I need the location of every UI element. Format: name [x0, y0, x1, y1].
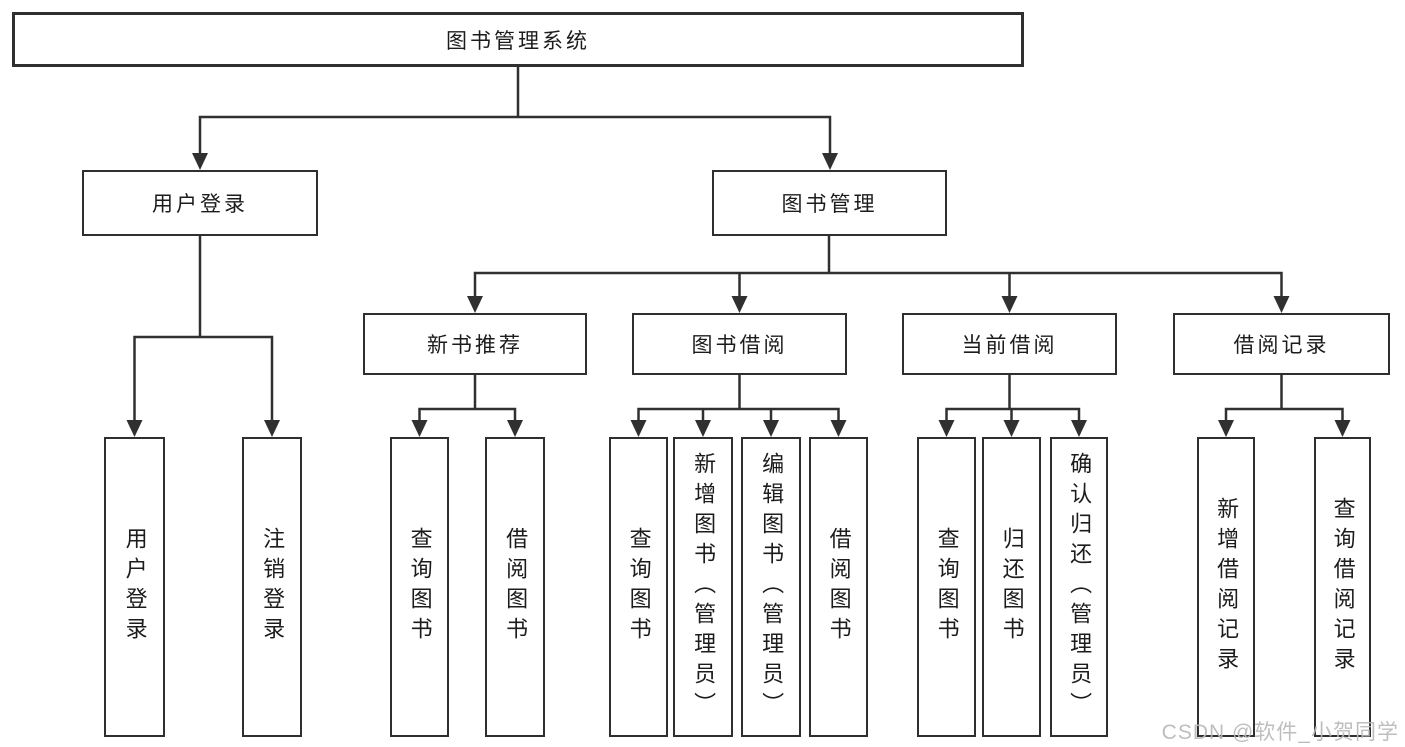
- leaf-add-borrow-record: 新增借阅记录: [1197, 437, 1255, 737]
- leaf-add-books-admin: 新增图书（管理员）: [673, 437, 733, 737]
- node-book-borrow: 图书借阅: [632, 313, 847, 375]
- leaf-query-books-borrow: 查询图书: [609, 437, 668, 737]
- node-borrow-records: 借阅记录: [1173, 313, 1390, 375]
- node-root: 图书管理系统: [12, 12, 1024, 67]
- leaf-edit-books-admin: 编辑图书（管理员）: [741, 437, 801, 737]
- arrowheads: [126, 153, 1351, 437]
- connector-borrow-records-split: [1224, 373, 1344, 425]
- leaf-query-books-recommend: 查询图书: [390, 437, 449, 737]
- connector-book-borrow-split: [637, 373, 840, 425]
- node-book-management: 图书管理: [712, 170, 947, 236]
- leaf-borrow-books-label: 借阅图书: [826, 527, 852, 647]
- leaf-borrow-books-recommend-label: 借阅图书: [503, 527, 529, 647]
- node-new-book-recommend: 新书推荐: [363, 313, 587, 375]
- node-new-book-recommend-label: 新书推荐: [427, 334, 523, 357]
- connector-new-book-split: [418, 373, 517, 425]
- leaf-add-borrow-record-label: 新增借阅记录: [1214, 497, 1240, 677]
- leaf-query-books-current-label: 查询图书: [934, 527, 960, 647]
- leaf-logout: 注销登录: [242, 437, 302, 737]
- leaf-user-login: 用户登录: [104, 437, 165, 737]
- node-book-borrow-label: 图书借阅: [691, 334, 788, 357]
- leaf-query-books-current: 查询图书: [917, 437, 976, 737]
- leaf-return-books-label: 归还图书: [999, 527, 1025, 647]
- leaf-add-books-admin-label: 新增图书（管理员）: [691, 452, 717, 722]
- node-book-management-label: 图书管理: [781, 193, 878, 216]
- leaf-return-books: 归还图书: [982, 437, 1041, 737]
- csdn-watermark: CSDN @软件_小贺同学: [1161, 721, 1399, 744]
- node-root-label: 图书管理系统: [446, 29, 590, 53]
- node-user-login: 用户登录: [82, 170, 318, 236]
- leaf-borrow-books-recommend: 借阅图书: [485, 437, 545, 737]
- node-borrow-records-label: 借阅记录: [1233, 334, 1330, 357]
- leaf-user-login-label: 用户登录: [122, 527, 148, 647]
- leaf-confirm-return-admin-label: 确认归还（管理员）: [1067, 452, 1093, 722]
- leaf-query-borrow-record-label: 查询借阅记录: [1330, 497, 1356, 677]
- leaf-borrow-books: 借阅图书: [809, 437, 868, 737]
- connector-root-split: [198, 65, 832, 158]
- node-current-borrow: 当前借阅: [902, 313, 1117, 375]
- leaf-confirm-return-admin: 确认归还（管理员）: [1050, 437, 1108, 737]
- leaf-query-books-recommend-label: 查询图书: [407, 527, 433, 647]
- leaf-edit-books-admin-label: 编辑图书（管理员）: [759, 452, 785, 722]
- leaf-query-borrow-record: 查询借阅记录: [1314, 437, 1371, 737]
- connector-user-login-split: [133, 234, 274, 425]
- leaf-query-books-borrow-label: 查询图书: [626, 527, 652, 647]
- connector-book-management-split: [473, 234, 1283, 301]
- leaf-logout-label: 注销登录: [260, 527, 286, 647]
- connector-paths: [133, 65, 1344, 425]
- node-user-login-label: 用户登录: [152, 193, 248, 216]
- connector-current-borrow-split: [945, 373, 1081, 425]
- node-current-borrow-label: 当前借阅: [961, 334, 1058, 357]
